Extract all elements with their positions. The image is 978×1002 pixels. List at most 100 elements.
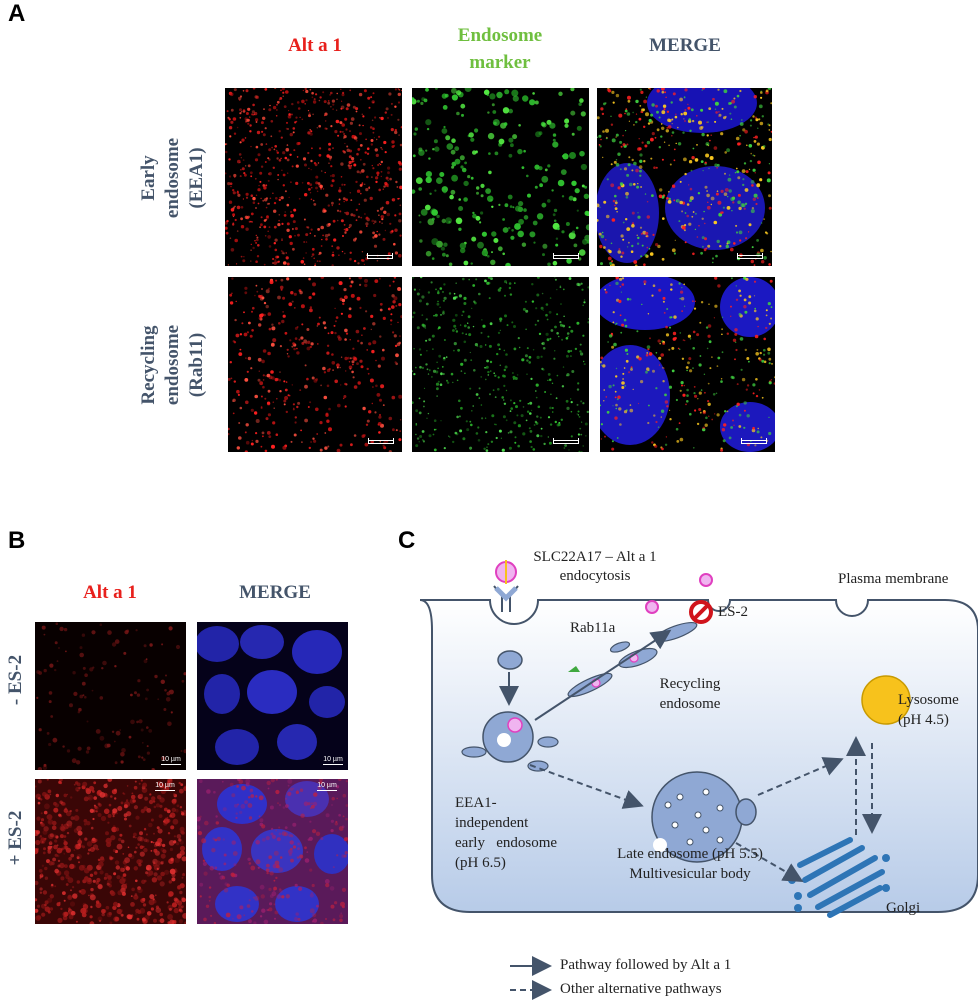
col-header-marker: marker <box>469 52 531 73</box>
texture-dot <box>355 219 358 222</box>
texture-dot <box>689 412 692 416</box>
texture-dot <box>486 359 489 363</box>
texture-dot <box>252 246 255 250</box>
texture-dot <box>304 193 308 197</box>
texture-dot <box>257 244 260 247</box>
texture-dot <box>568 277 572 280</box>
texture-dot <box>367 96 371 100</box>
texture-dot <box>553 219 557 223</box>
texture-dot <box>711 356 713 358</box>
texture-dot <box>257 202 260 205</box>
texture-dot <box>273 879 276 882</box>
texture-dot <box>625 196 629 199</box>
texture-dot <box>610 242 613 245</box>
texture-dot <box>439 306 441 308</box>
texture-dot <box>626 246 629 248</box>
micrograph-recycling-merge <box>600 277 775 452</box>
texture-dot <box>549 337 552 340</box>
texture-dot <box>373 137 375 139</box>
texture-dot <box>339 914 344 919</box>
texture-dot <box>505 262 511 266</box>
texture-dot <box>277 223 281 227</box>
texture-dot <box>37 797 41 800</box>
texture-dot <box>236 205 241 210</box>
texture-dot <box>429 369 431 371</box>
texture-dot <box>385 107 389 111</box>
texture-dot <box>364 213 366 215</box>
texture-dot <box>328 427 332 432</box>
texture-dot <box>167 721 172 727</box>
texture-dot <box>362 162 366 166</box>
texture-dot <box>315 831 321 836</box>
texture-dot <box>481 319 483 321</box>
scale-bar-10um: 10 µm <box>317 782 337 791</box>
texture-dot <box>344 295 348 300</box>
texture-dot <box>379 302 383 306</box>
texture-dot <box>451 94 458 101</box>
texture-dot <box>542 253 545 257</box>
texture-dot <box>533 241 536 244</box>
texture-dot <box>763 360 767 364</box>
texture-dot <box>426 127 430 131</box>
texture-dot <box>436 177 443 184</box>
micrograph-plus-es2-merge: 10 µm <box>197 779 348 924</box>
texture-dot <box>470 423 473 427</box>
texture-dot <box>625 218 628 221</box>
texture-dot <box>234 205 236 208</box>
texture-dot <box>349 257 352 261</box>
micrograph-early-marker <box>412 88 589 266</box>
texture-dot <box>502 415 506 419</box>
texture-dot <box>387 252 391 256</box>
texture-dot <box>696 115 698 117</box>
texture-dot <box>398 134 400 136</box>
texture-dot <box>611 345 615 349</box>
texture-dot <box>506 324 509 327</box>
texture-dot <box>618 299 622 303</box>
texture-dot <box>474 128 479 133</box>
texture-dot <box>82 666 86 670</box>
texture-dot <box>734 328 738 332</box>
texture-dot <box>741 169 746 173</box>
texture-dot <box>267 312 272 316</box>
texture-dot <box>707 334 711 338</box>
texture-dot <box>673 159 676 162</box>
texture-dot <box>244 286 248 290</box>
texture-dot <box>105 837 112 844</box>
texture-dot <box>295 912 299 916</box>
texture-dot <box>624 109 628 113</box>
texture-dot <box>302 257 305 259</box>
texture-dot <box>247 164 251 168</box>
texture-dot <box>638 117 642 121</box>
texture-dot <box>544 391 547 393</box>
row-label-endosome-2: endosome <box>162 324 183 406</box>
texture-dot <box>274 917 276 920</box>
texture-dot <box>80 888 86 895</box>
texture-dot <box>323 395 328 400</box>
texture-dot <box>221 875 224 878</box>
texture-dot <box>268 907 273 912</box>
texture-dot <box>95 729 101 734</box>
texture-dot <box>289 787 294 791</box>
texture-dot <box>566 258 572 264</box>
texture-dot <box>153 805 157 809</box>
texture-dot <box>665 129 669 133</box>
texture-dot <box>278 867 284 873</box>
texture-dot <box>292 228 294 231</box>
texture-dot <box>240 225 245 229</box>
texture-dot <box>177 900 183 906</box>
texture-dot <box>308 446 311 450</box>
texture-dot <box>382 188 384 190</box>
texture-dot <box>235 816 238 819</box>
texture-dot <box>297 842 300 846</box>
texture-dot <box>637 183 639 185</box>
texture-dot <box>311 376 315 380</box>
texture-dot <box>240 157 242 159</box>
texture-dot <box>127 846 130 849</box>
texture-dot <box>380 170 383 173</box>
texture-dot <box>348 160 352 165</box>
texture-dot <box>142 903 147 907</box>
texture-dot <box>487 374 490 376</box>
texture-dot <box>535 383 539 387</box>
texture-dot <box>181 905 184 908</box>
texture-dot <box>107 779 113 782</box>
